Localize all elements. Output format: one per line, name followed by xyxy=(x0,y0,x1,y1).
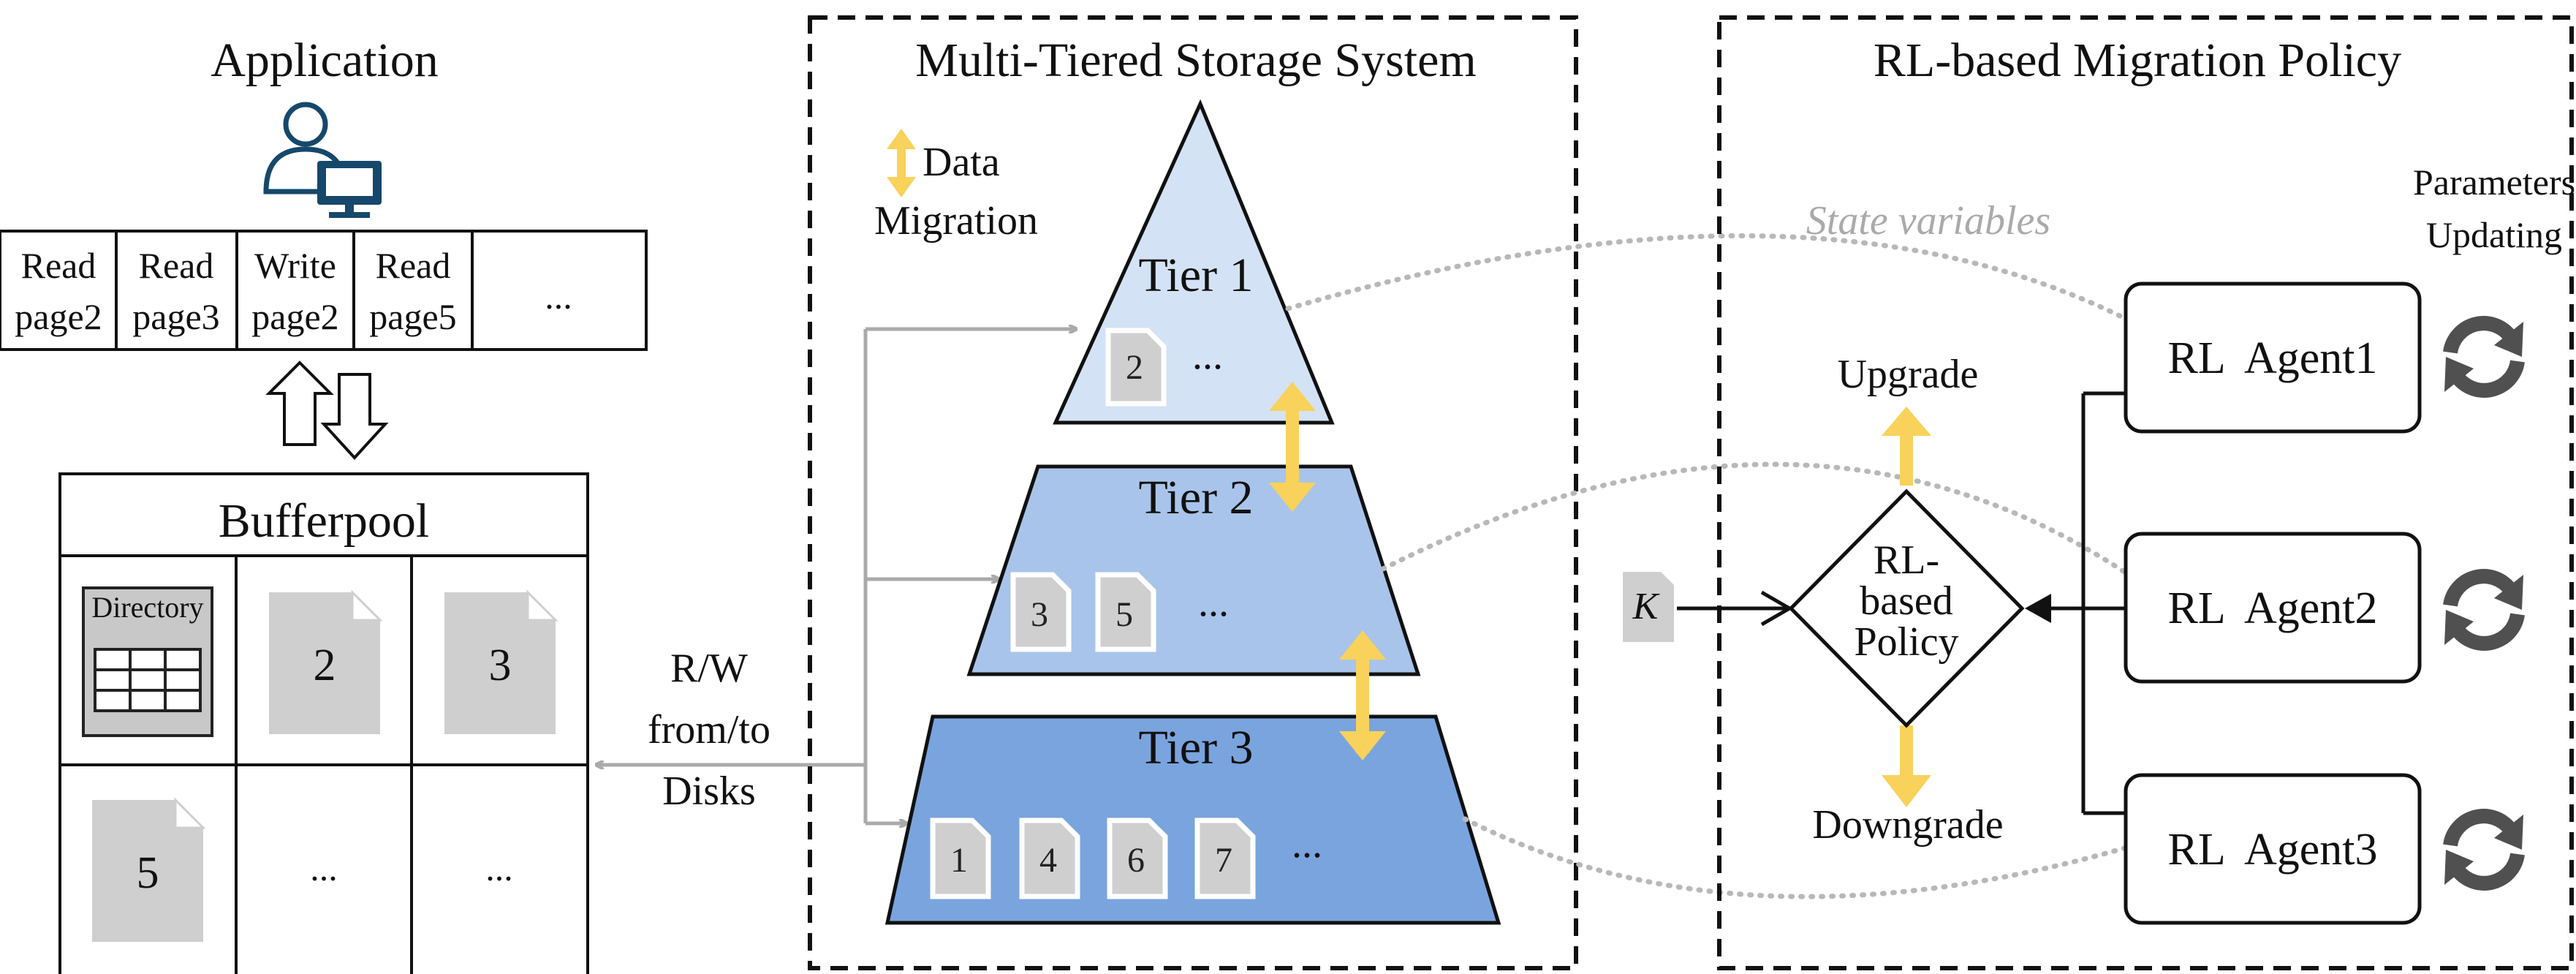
tier-2-page-3-label: 3 xyxy=(1031,595,1048,634)
tier-2-label: Tier 2 xyxy=(1138,471,1253,524)
buffer-page-3 xyxy=(444,589,558,734)
rl-agent-3-label: RL Agent3 xyxy=(2167,825,2377,875)
rl-agent-2-label: RL Agent2 xyxy=(2167,584,2377,633)
downgrade-arrow xyxy=(1882,725,1931,807)
op-2-page: page3 xyxy=(132,296,219,337)
buffer-page-2-label: 2 xyxy=(314,641,336,690)
rw-label-line2: from/to xyxy=(648,707,770,752)
bufferpool-title: Bufferpool xyxy=(219,494,429,548)
k-label: K xyxy=(1632,586,1660,627)
app-buffer-arrows xyxy=(265,360,389,460)
tier-3-page-7 xyxy=(1194,818,1256,899)
tier-1-page-2-label: 2 xyxy=(1126,348,1143,387)
storage-title: Multi-Tiered Storage System xyxy=(915,34,1477,87)
buffer-cell-more-1: ... xyxy=(310,847,338,888)
op-3-label: Write xyxy=(254,245,336,286)
tier-2-page-5-label: 5 xyxy=(1115,595,1133,634)
op-4-page: page5 xyxy=(369,296,456,337)
rl-agent-1-box xyxy=(2124,282,2422,434)
policy-box xyxy=(1717,15,2574,970)
directory-label: Directory xyxy=(91,591,203,624)
op-1-label: Read xyxy=(21,245,96,286)
rw-label-line1: R/W xyxy=(670,646,748,691)
legend-migration: Migration xyxy=(874,198,1038,244)
data-migration-legend-arrow xyxy=(887,129,916,197)
tier-3-page-6-label: 6 xyxy=(1127,841,1145,880)
tier-3-page-4-label: 4 xyxy=(1039,841,1057,880)
parameters-label-1: Parameters xyxy=(2413,162,2575,203)
buffer-page-2 xyxy=(269,589,383,734)
op-4-label: Read xyxy=(376,245,451,286)
rw-label-line3: Disks xyxy=(662,769,756,814)
migration-arrow-tier2-3 xyxy=(1339,630,1386,760)
tier-3-page-7-label: 7 xyxy=(1215,841,1232,880)
tier-3-page-1-label: 1 xyxy=(950,841,968,880)
storage-system-box xyxy=(808,15,1578,970)
tier-1-more: ... xyxy=(1192,333,1223,378)
agent-connectors xyxy=(2025,391,2126,815)
buffer-cell-more-2: ... xyxy=(485,847,513,888)
user-computer-icon xyxy=(263,102,382,218)
op-3-page: page2 xyxy=(251,296,338,337)
diamond-label-3: Policy xyxy=(1854,619,1958,665)
rl-agent-2-box xyxy=(2124,532,2422,684)
legend-data: Data xyxy=(923,140,1000,185)
tier-3-page-6 xyxy=(1107,818,1168,899)
tier-2-page-5 xyxy=(1095,572,1156,652)
buffer-page-3-label: 3 xyxy=(489,641,512,690)
refresh-icon-agent-1 xyxy=(2444,322,2523,392)
tier-2-page-3 xyxy=(1010,572,1072,652)
state-variables-label: State variables xyxy=(1806,198,2050,244)
application-title: Application xyxy=(211,34,439,87)
tier-3-page-1 xyxy=(930,818,991,899)
op-1-page: page2 xyxy=(15,296,102,337)
state-variable-links xyxy=(1285,233,2127,899)
tier-3-more: ... xyxy=(1292,821,1322,867)
upgrade-arrow xyxy=(1882,407,1931,486)
tier-2-shape xyxy=(966,464,1421,676)
rl-policy-diamond xyxy=(1788,488,2025,728)
migration-arrow-tier1-2 xyxy=(1269,382,1316,512)
diamond-label-1: RL- xyxy=(1874,537,1939,583)
rl-agent-3-box xyxy=(2124,773,2422,925)
rl-agent-1-label: RL Agent1 xyxy=(2167,333,2377,383)
policy-title: RL-based Migration Policy xyxy=(1874,34,2401,87)
op-2-label: Read xyxy=(139,245,214,286)
upgrade-label: Upgrade xyxy=(1838,352,1979,397)
diamond-label-2: based xyxy=(1860,578,1953,624)
refresh-icon-agent-2 xyxy=(2444,575,2523,645)
parameters-label-2: Updating xyxy=(2426,214,2562,255)
tier-1-label: Tier 1 xyxy=(1138,249,1253,302)
refresh-icon-agent-3 xyxy=(2444,815,2523,885)
k-to-policy-arrow xyxy=(1677,590,1793,627)
request-queue: Read page2 Read page3 Write page2 Read p… xyxy=(0,230,648,351)
buffer-page-5 xyxy=(92,797,206,942)
tier-1-page-2 xyxy=(1105,328,1167,407)
k-page-icon xyxy=(1623,572,1674,642)
tier-2-more: ... xyxy=(1198,580,1229,625)
tier-3-page-4 xyxy=(1019,818,1080,899)
downgrade-label: Downgrade xyxy=(1812,802,2003,847)
buffer-page-5-label: 5 xyxy=(137,848,159,898)
directory-page xyxy=(82,586,213,737)
op-more: ... xyxy=(545,276,572,317)
rw-connector xyxy=(596,329,1076,823)
tier-3-label: Tier 3 xyxy=(1138,721,1253,774)
